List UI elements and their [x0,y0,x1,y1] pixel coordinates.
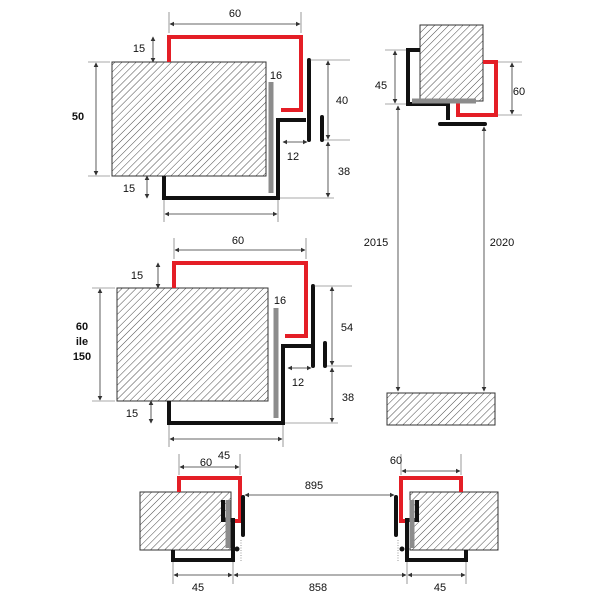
d2-label-bottom-offset: 15 [126,408,138,420]
section-red-profile [456,60,498,117]
d2-label-wall-height-b: ile [76,336,88,348]
detail-2-black-profile [167,344,312,425]
section-head-wall [419,24,484,102]
d2-label-gap: 16 [274,295,286,307]
s-label-top-left: 45 [375,80,387,92]
detail-1-wall [111,61,267,177]
plan-right-wall [409,491,499,551]
d2-label-width: 60 [232,235,244,247]
section-floor [386,392,496,426]
d1-label-red-offset: 15 [133,43,145,55]
d1-label-gap: 16 [270,70,282,82]
d1-label-wall-height: 50 [72,111,84,123]
d2-label-wall-height-c: 150 [73,351,91,363]
s-label-top-right: 60 [513,86,525,98]
plan-right-red [399,476,463,523]
p-label-clear: 858 [309,582,327,594]
detail-1: 60 15 50 16 40 12 38 15 [72,8,350,222]
detail-2-wall [116,287,269,402]
detail-2-red-profile [172,261,308,338]
plan-view: 60 45 895 60 45 858 45 [139,450,499,594]
plan-left-hinge [234,546,240,552]
d2-label-bottom-step: 38 [342,392,354,404]
p-label-right-60: 60 [390,455,402,467]
d1-label-bottom-step: 38 [338,166,350,178]
plan-right-hinge [399,546,405,552]
p-label-bottom-left-45: 45 [192,582,204,594]
d2-label-lip: 12 [292,377,304,389]
s-label-height-left: 2015 [364,237,388,249]
d2-label-wall-height-a: 60 [76,321,88,333]
s-label-height-right: 2020 [490,237,514,249]
p-label-overall: 895 [305,480,323,492]
detail-1-black-profile [162,118,306,200]
p-label-left-60: 60 [200,457,212,469]
p-label-left-45: 45 [218,450,230,462]
d1-label-step: 40 [336,95,348,107]
section-black-profile [406,48,450,120]
plan-right-black [405,500,468,562]
d2-label-red-offset: 15 [131,270,143,282]
d2-label-step: 54 [341,322,353,334]
vertical-section: 45 60 2015 2020 [364,24,525,426]
d1-label-bottom-offset: 15 [123,183,135,195]
plan-left-black [171,500,235,562]
plan-left-red [177,476,242,523]
d1-label-lip: 12 [287,151,299,163]
detail-2: 60 15 60 ile 150 16 54 12 38 15 [73,235,354,447]
d1-label-width: 60 [229,8,241,20]
plan-left-wall [139,491,232,551]
p-label-bottom-right-45: 45 [434,582,446,594]
detail-1-red-profile [167,35,303,112]
